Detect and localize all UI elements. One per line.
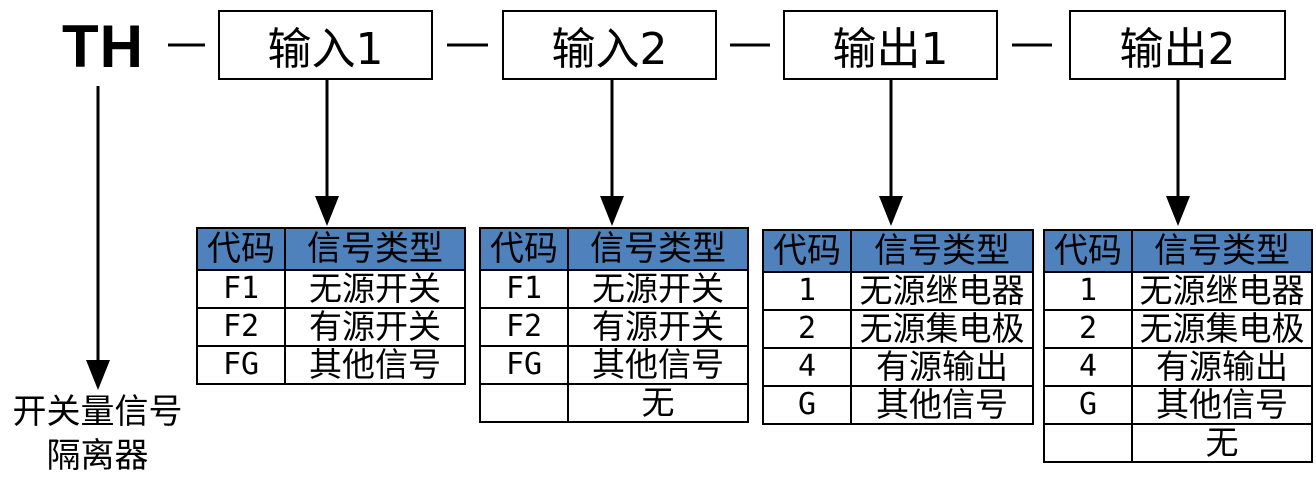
code-table-input1: 代码 信号类型 F1 无源开关 F2 有源开关 FG 其他信号 bbox=[196, 227, 466, 385]
signal-type-cell: 其他信号 bbox=[567, 345, 749, 385]
arrow-head bbox=[600, 196, 624, 226]
model-prefix: TH bbox=[62, 13, 144, 80]
field-box-label: 输入1 bbox=[267, 24, 384, 75]
table-row: 无 bbox=[479, 383, 749, 423]
code-cell: F1 bbox=[479, 269, 569, 309]
table-row: F1 无源开关 bbox=[196, 269, 466, 309]
signal-type-cell: 其他信号 bbox=[850, 385, 1034, 425]
arrow-head bbox=[1166, 196, 1190, 226]
signal-type-cell: 有源开关 bbox=[284, 307, 466, 347]
field-box-output2: 输出2 bbox=[1069, 10, 1286, 80]
signal-type-cell: 无 bbox=[567, 383, 749, 423]
table-row: 4 有源输出 bbox=[1043, 347, 1313, 387]
signal-type-cell: 无源继电器 bbox=[1131, 271, 1313, 311]
field-box-label: 输入2 bbox=[551, 24, 668, 75]
table-header-row: 代码 信号类型 bbox=[479, 227, 749, 271]
header-code: 代码 bbox=[479, 227, 569, 271]
table-row: 1 无源继电器 bbox=[1043, 271, 1313, 311]
code-cell: F2 bbox=[196, 307, 286, 347]
code-cell: 1 bbox=[762, 271, 852, 311]
code-cell: F2 bbox=[479, 307, 569, 347]
table-row: F2 有源开关 bbox=[479, 307, 749, 347]
table-row: 无 bbox=[1043, 423, 1313, 463]
signal-type-cell: 无源继电器 bbox=[850, 271, 1034, 311]
header-signal-type: 信号类型 bbox=[567, 227, 749, 271]
header-code: 代码 bbox=[1043, 229, 1133, 273]
table-header-row: 代码 信号类型 bbox=[196, 227, 466, 271]
code-table-output2: 代码 信号类型 1 无源继电器 2 无源集电极 4 有源输出 G 其他信号 无 bbox=[1043, 229, 1313, 463]
header-signal-type: 信号类型 bbox=[284, 227, 466, 271]
table-row: F2 有源开关 bbox=[196, 307, 466, 347]
prefix-caption-line2: 隔离器 bbox=[46, 436, 149, 476]
signal-type-cell: 无源开关 bbox=[567, 269, 749, 309]
arrow-head bbox=[315, 196, 339, 226]
signal-type-cell: 无源集电极 bbox=[1131, 309, 1313, 349]
signal-type-cell: 有源开关 bbox=[567, 307, 749, 347]
signal-type-cell: 有源输出 bbox=[1131, 347, 1313, 387]
arrow-head bbox=[879, 196, 903, 226]
table-row: 1 无源继电器 bbox=[762, 271, 1034, 311]
header-signal-type: 信号类型 bbox=[850, 229, 1034, 273]
arrow-head bbox=[86, 360, 110, 390]
code-table-output1: 代码 信号类型 1 无源继电器 2 无源集电极 4 有源输出 G 其他信号 bbox=[762, 229, 1034, 425]
code-cell: G bbox=[762, 385, 852, 425]
header-code: 代码 bbox=[762, 229, 852, 273]
signal-type-cell: 其他信号 bbox=[1131, 385, 1313, 425]
table-header-row: 代码 信号类型 bbox=[1043, 229, 1313, 273]
code-cell: F1 bbox=[196, 269, 286, 309]
code-cell: 4 bbox=[1043, 347, 1133, 387]
field-box-input2: 输入2 bbox=[502, 10, 717, 80]
table-row: FG 其他信号 bbox=[196, 345, 466, 385]
code-cell: FG bbox=[196, 345, 286, 385]
table-row: G 其他信号 bbox=[762, 385, 1034, 425]
table-row: 2 无源集电极 bbox=[762, 309, 1034, 349]
code-cell: 2 bbox=[1043, 309, 1133, 349]
code-cell: 2 bbox=[762, 309, 852, 349]
table-row: FG 其他信号 bbox=[479, 345, 749, 385]
signal-type-cell: 无 bbox=[1131, 423, 1313, 463]
table-row: 4 有源输出 bbox=[762, 347, 1034, 387]
code-cell bbox=[479, 383, 569, 423]
code-cell: FG bbox=[479, 345, 569, 385]
table-row: 2 无源集电极 bbox=[1043, 309, 1313, 349]
field-box-label: 输出1 bbox=[832, 24, 949, 75]
prefix-caption-line1: 开关量信号 bbox=[12, 392, 183, 432]
code-cell: 1 bbox=[1043, 271, 1133, 311]
signal-type-cell: 有源输出 bbox=[850, 347, 1034, 387]
signal-type-cell: 其他信号 bbox=[284, 345, 466, 385]
code-cell: 4 bbox=[762, 347, 852, 387]
field-box-output1: 输出1 bbox=[783, 10, 998, 80]
signal-type-cell: 无源开关 bbox=[284, 269, 466, 309]
table-row: G 其他信号 bbox=[1043, 385, 1313, 425]
header-signal-type: 信号类型 bbox=[1131, 229, 1313, 273]
field-box-label: 输出2 bbox=[1119, 24, 1236, 75]
code-cell bbox=[1043, 423, 1133, 463]
table-header-row: 代码 信号类型 bbox=[762, 229, 1034, 273]
code-table-input2: 代码 信号类型 F1 无源开关 F2 有源开关 FG 其他信号 无 bbox=[479, 227, 749, 423]
header-code: 代码 bbox=[196, 227, 286, 271]
signal-type-cell: 无源集电极 bbox=[850, 309, 1034, 349]
field-box-input1: 输入1 bbox=[218, 10, 433, 80]
code-cell: G bbox=[1043, 385, 1133, 425]
table-row: F1 无源开关 bbox=[479, 269, 749, 309]
